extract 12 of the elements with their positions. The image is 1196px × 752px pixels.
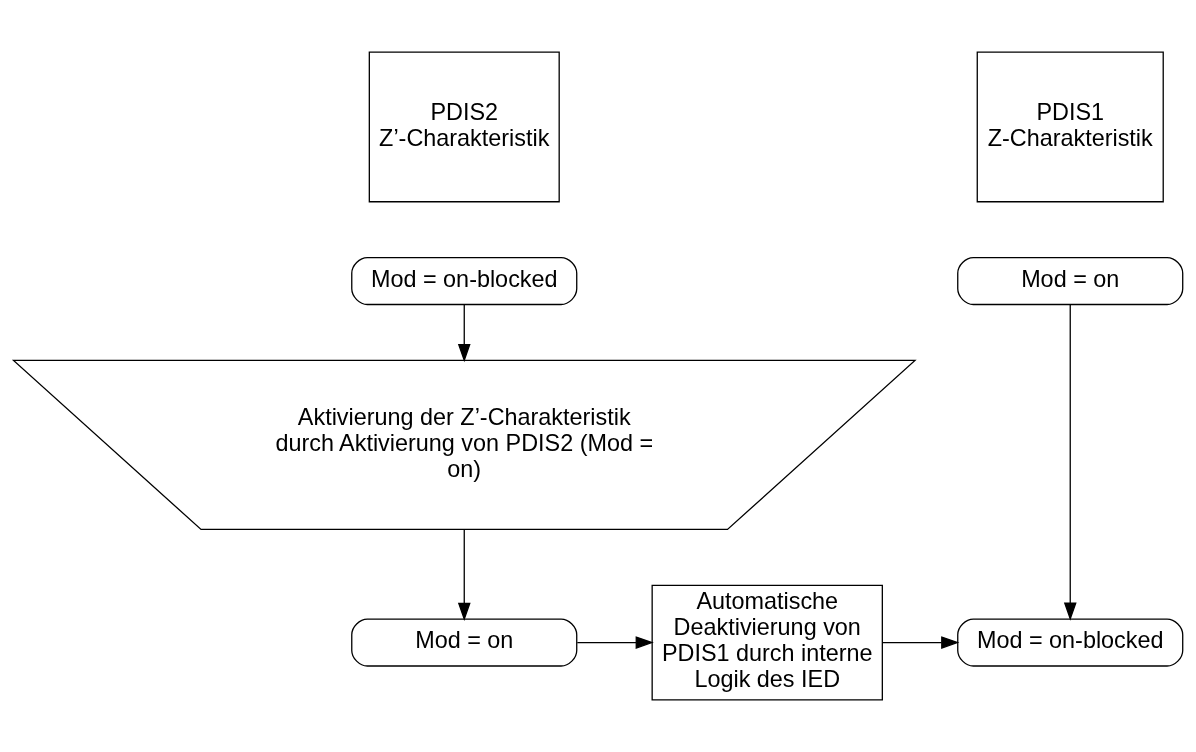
node-box: PDIS1 Z-Charakteristik [976, 51, 1164, 203]
node-box: Mod = on-blocked [957, 618, 1184, 667]
node-box: Mod = on-blocked [351, 257, 578, 306]
arrow [576, 636, 654, 649]
arrow [457, 304, 471, 363]
arrow [1063, 304, 1077, 621]
arrow [882, 636, 960, 649]
node-box: Mod = on [351, 618, 578, 667]
node-box: Mod = on [957, 257, 1184, 306]
node-box: PDIS2 Z’-Charakteristik [368, 51, 560, 203]
arrow [457, 528, 471, 622]
node-box: Automatische Deaktivierung von PDIS1 durch interne Logik des IED [651, 584, 883, 701]
